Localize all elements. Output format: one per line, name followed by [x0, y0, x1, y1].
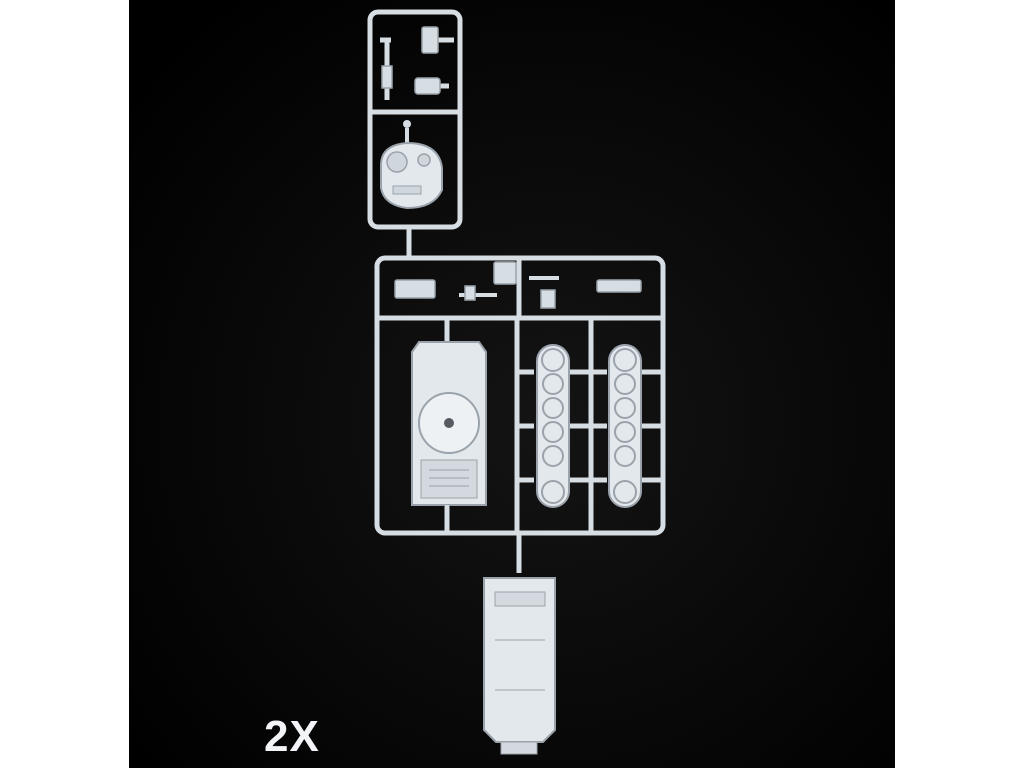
track-assembly-right	[608, 344, 642, 508]
sprue-illustration	[129, 0, 895, 768]
small-parts-row	[394, 261, 642, 309]
hull-top-part	[411, 318, 487, 533]
track-assembly-left	[536, 344, 570, 508]
upper-sprue-frame	[367, 9, 463, 230]
upper-sprue-parts	[381, 26, 441, 95]
quantity-label: 2X	[264, 712, 320, 761]
lower-hull-part	[483, 577, 556, 755]
product-photo: 2X	[129, 0, 895, 768]
turret-part	[380, 120, 443, 210]
